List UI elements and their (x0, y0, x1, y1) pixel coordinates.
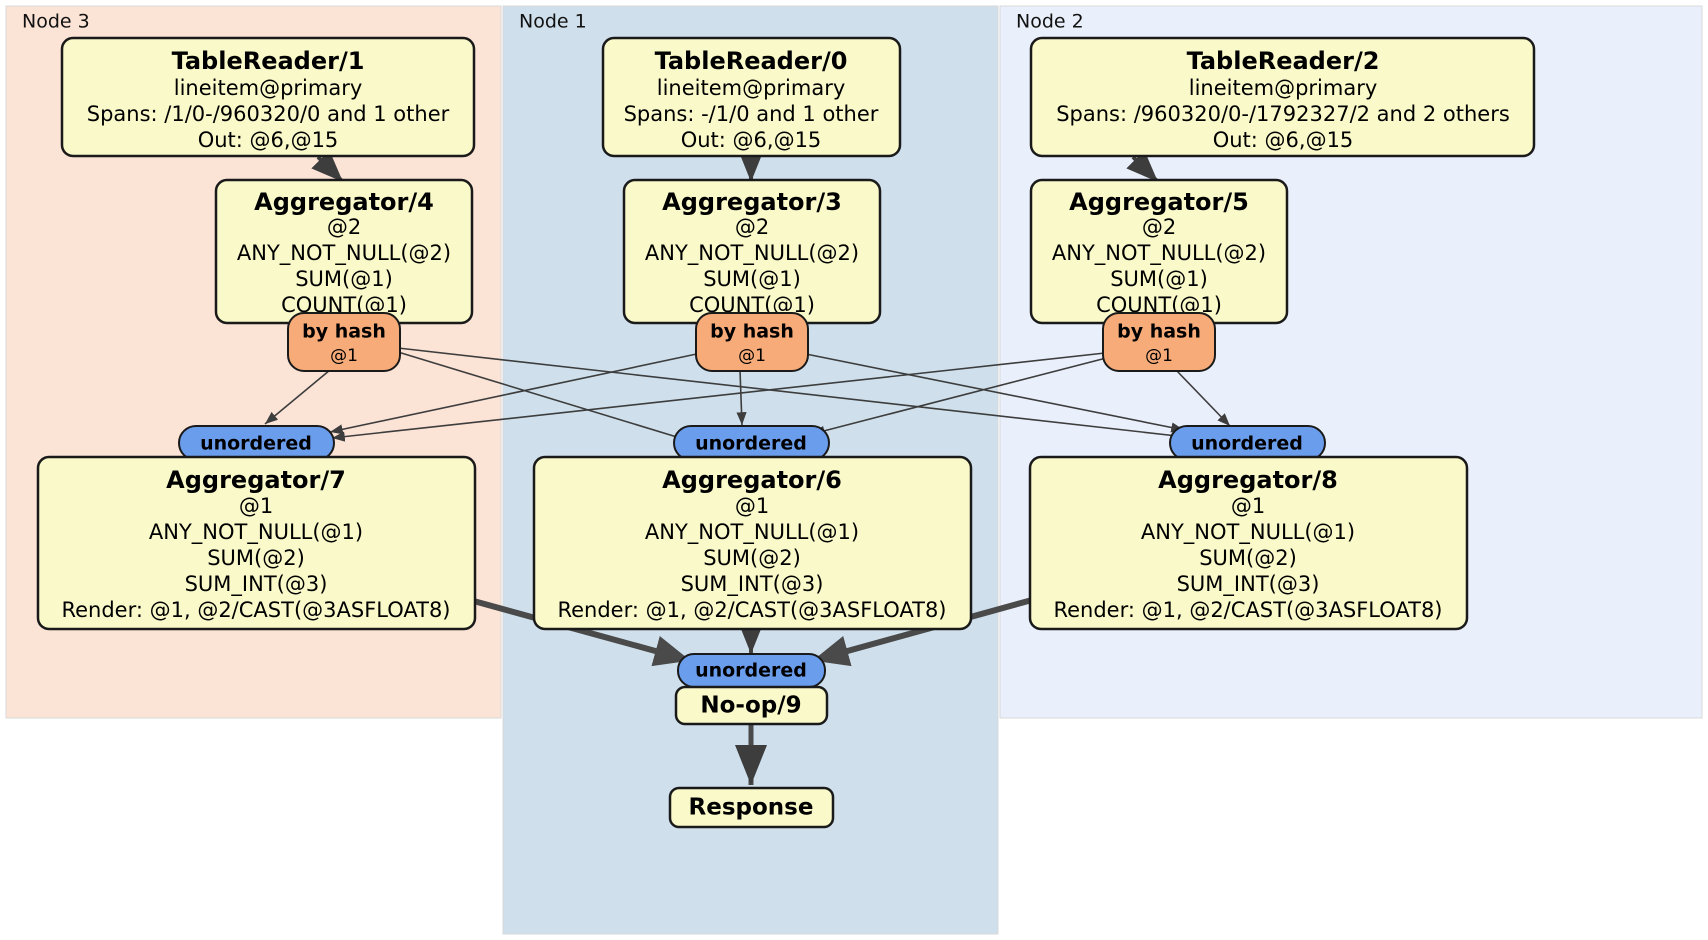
tablereader-1-line-0: lineitem@primary (174, 76, 363, 100)
aggregator-7-line-4: Render: @1, @2/CAST(@3ASFLOAT8) (61, 598, 450, 622)
tablereader-1-line-1: Spans: /1/0-/960320/0 and 1 other (87, 102, 450, 126)
box-no-op-9[interactable]: No-op/9 (674, 685, 829, 726)
router-by-hash-right-sub: @1 (1145, 346, 1173, 366)
response-title: Response (689, 795, 814, 821)
edge-hashR-syncR (1175, 369, 1231, 427)
tablereader-2-title: TableReader/2 (1187, 47, 1380, 75)
box-response[interactable]: Response (668, 786, 835, 829)
router-by-hash-center[interactable]: by hash @1 (695, 312, 809, 372)
aggregator-8-line-2: SUM(@2) (1199, 546, 1297, 570)
aggregator-6-line-3: SUM_INT(@3) (681, 572, 824, 597)
box-tablereader-0[interactable]: TableReader/0 lineitem@primary Spans: -/… (601, 36, 902, 158)
sync-unordered-right-label: unordered (1191, 433, 1303, 455)
edge-hashC-syncR (795, 351, 1185, 433)
panel-label-node-3: Node 3 (22, 11, 90, 33)
router-by-hash-center-title: by hash (710, 321, 794, 343)
aggregator-5-line-1: ANY_NOT_NULL(@2) (1052, 241, 1266, 266)
aggregator-8-line-0: @1 (1231, 494, 1265, 518)
sync-unordered-right[interactable]: unordered (1169, 425, 1326, 461)
edge-hashL-syncL (264, 369, 331, 425)
box-aggregator-6[interactable]: Aggregator/6 @1 ANY_NOT_NULL(@1) SUM(@2)… (532, 455, 973, 631)
aggregator-6-line-0: @1 (735, 494, 769, 518)
tablereader-0-line-2: Out: @6,@15 (681, 128, 822, 152)
aggregator-7-title: Aggregator/7 (166, 466, 346, 494)
router-by-hash-left[interactable]: by hash @1 (287, 312, 401, 372)
tablereader-1-line-2: Out: @6,@15 (198, 128, 339, 152)
edge-tr2-agg5 (1126, 150, 1160, 184)
box-aggregator-3[interactable]: Aggregator/3 @2 ANY_NOT_NULL(@2) SUM(@1)… (622, 178, 882, 325)
tablereader-0-line-0: lineitem@primary (657, 76, 846, 100)
router-by-hash-center-sub: @1 (738, 346, 766, 366)
tablereader-0-title: TableReader/0 (655, 47, 848, 75)
sync-unordered-final[interactable]: unordered (677, 653, 826, 688)
box-aggregator-4[interactable]: Aggregator/4 @2 ANY_NOT_NULL(@2) SUM(@1)… (214, 178, 474, 325)
aggregator-8-line-1: ANY_NOT_NULL(@1) (1141, 520, 1355, 545)
router-by-hash-right-title: by hash (1117, 321, 1201, 343)
box-aggregator-8[interactable]: Aggregator/8 @1 ANY_NOT_NULL(@1) SUM(@2)… (1028, 455, 1469, 631)
aggregator-6-line-2: SUM(@2) (703, 546, 801, 570)
aggregator-3-line-0: @2 (735, 215, 769, 239)
edge-tr1-agg4 (311, 150, 345, 184)
aggregator-6-line-1: ANY_NOT_NULL(@1) (645, 520, 859, 545)
aggregator-5-line-2: SUM(@1) (1110, 267, 1208, 291)
aggregator-3-line-2: SUM(@1) (703, 267, 801, 291)
aggregator-6-title: Aggregator/6 (662, 466, 842, 494)
sync-unordered-final-label: unordered (695, 660, 807, 682)
aggregator-5-line-0: @2 (1142, 215, 1176, 239)
tablereader-1-title: TableReader/1 (172, 47, 365, 75)
tablereader-2-line-2: Out: @6,@15 (1213, 128, 1354, 152)
panel-label-node-2: Node 2 (1016, 11, 1084, 33)
box-tablereader-2[interactable]: TableReader/2 lineitem@primary Spans: /9… (1029, 36, 1536, 158)
router-by-hash-left-sub: @1 (330, 346, 358, 366)
aggregator-8-line-4: Render: @1, @2/CAST(@3ASFLOAT8) (1053, 598, 1442, 622)
no-op-9-title: No-op/9 (700, 693, 801, 719)
aggregator-4-line-2: SUM(@1) (295, 267, 393, 291)
edge-hashL-syncC (397, 351, 691, 443)
aggregator-4-line-0: @2 (327, 215, 361, 239)
aggregator-7-line-1: ANY_NOT_NULL(@1) (149, 520, 363, 545)
edge-hashC-syncL (329, 351, 707, 435)
aggregator-7-line-0: @1 (239, 494, 273, 518)
tablereader-0-line-1: Spans: -/1/0 and 1 other (624, 102, 879, 126)
aggregator-4-line-1: ANY_NOT_NULL(@2) (237, 241, 451, 266)
aggregator-3-line-1: ANY_NOT_NULL(@2) (645, 241, 859, 266)
panel-label-node-1: Node 1 (519, 11, 587, 33)
tablereader-2-line-0: lineitem@primary (1189, 76, 1378, 100)
tablereader-2-line-1: Spans: /960320/0-/1792327/2 and 2 others (1056, 102, 1510, 126)
edge-hashL-syncR (397, 347, 1187, 441)
box-tablereader-1[interactable]: TableReader/1 lineitem@primary Spans: /1… (60, 36, 476, 158)
edge-hashC-syncC (736, 369, 747, 426)
aggregator-8-line-3: SUM_INT(@3) (1177, 572, 1320, 597)
sync-unordered-left[interactable]: unordered (178, 425, 335, 461)
aggregator-4-title: Aggregator/4 (254, 188, 434, 216)
sync-unordered-center-label: unordered (695, 433, 807, 455)
aggregator-6-line-4: Render: @1, @2/CAST(@3ASFLOAT8) (557, 598, 946, 622)
router-by-hash-left-title: by hash (302, 321, 386, 343)
aggregator-5-title: Aggregator/5 (1069, 188, 1249, 216)
aggregator-7-line-3: SUM_INT(@3) (185, 572, 328, 597)
edge-hashR-syncL (331, 351, 1115, 442)
edge-hashR-syncC (811, 355, 1115, 436)
box-aggregator-5[interactable]: Aggregator/5 @2 ANY_NOT_NULL(@2) SUM(@1)… (1029, 178, 1289, 325)
sync-unordered-center[interactable]: unordered (673, 425, 830, 461)
router-by-hash-right[interactable]: by hash @1 (1102, 312, 1216, 372)
sync-unordered-left-label: unordered (200, 433, 312, 455)
aggregator-8-title: Aggregator/8 (1158, 466, 1338, 494)
aggregator-7-line-2: SUM(@2) (207, 546, 305, 570)
aggregator-3-title: Aggregator/3 (662, 188, 842, 216)
box-aggregator-7[interactable]: Aggregator/7 @1 ANY_NOT_NULL(@1) SUM(@2)… (36, 455, 477, 631)
